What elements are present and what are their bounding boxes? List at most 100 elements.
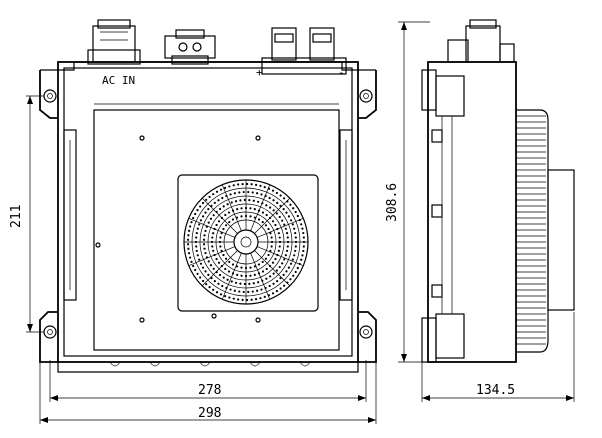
fan-grille-dot [249,207,252,210]
fan-grille-dot [207,260,210,263]
fan-grille-dot [268,284,271,288]
dimension-134-5-label: 134.5 [476,383,515,398]
fan-grille-dot [282,273,285,276]
fan-grille-dot [202,238,206,241]
fan-grille-dot [190,260,193,263]
fan-grille-dot [209,217,213,220]
fan-spoke [256,217,304,238]
heat-sink [516,109,575,353]
fan-grille-dot [242,190,245,194]
fan-grille-dot [267,253,270,257]
fan-grille-dot [201,279,205,283]
fan-grille-dot [226,203,229,206]
fan-grille-dot [275,289,279,293]
fan-grille-dot [249,266,252,269]
fan-grille-dot [217,220,221,223]
fan-grille-dot [201,215,205,218]
fan-grille-dot [215,257,218,261]
fan-grille-dot [269,249,272,252]
fan-grille-dot [248,199,251,202]
fan-spoke [250,252,271,300]
fan-grille-dot [261,220,264,224]
fan-grille-dot [239,199,242,202]
fan-grille-dot [209,264,213,267]
fan-grille-dot [231,263,235,266]
fan-grille-dot [275,191,279,195]
fan-grille-dot [240,215,243,218]
fan-grille-dot [286,245,289,248]
fan-grille-dot [278,240,282,244]
fan-grille-dot [294,231,297,235]
fan-grille-dot [267,187,271,190]
fan-grille-dot [286,281,289,284]
fan-grille-dot [205,283,208,286]
fan-spoke [221,184,242,232]
fan-grille-dot [269,232,272,235]
fan-grille-dot [222,253,225,257]
fan-grille-dot [196,254,199,257]
fan-grille-dot [294,210,297,214]
fan-grille-dot [270,240,274,244]
fan-grille-dot [257,281,260,284]
fan-grille-dot [212,249,215,252]
fan-grille-dot [198,223,201,226]
fan-grille-dot [203,234,206,237]
fan-grille-dot [219,293,223,296]
fan-grille-dot [263,186,266,189]
fan-grille-dot [213,201,216,205]
fan-grille-dot [274,223,277,227]
fan-grille-dot [285,270,288,273]
fan-spoke [254,250,291,287]
fan-grille-dot [244,266,248,270]
fan-grille-dot [275,212,278,215]
front-view: AC IN + - 211 278 298 [9,19,377,424]
fan-grille-dot [260,288,263,291]
fan-grille-dot [286,240,290,244]
fan-grille-dot [228,220,231,224]
fan-grille-dot [229,193,232,196]
fan-grille-dot [249,274,252,277]
fan-grille-dot [261,260,264,264]
fan-grille-dot [232,297,235,300]
fan-grille-dot [247,190,250,194]
fan-grille-dot [264,224,268,227]
plus-label: + [256,66,263,79]
fan-grille-dot [199,276,202,279]
fan-grille-dot [220,216,224,220]
fan-grille-dot [281,262,284,265]
ac-in-label: AC IN [102,74,135,87]
fan-grille-dot [265,213,268,217]
fan-grille-dot [268,196,271,200]
fan-grille-dot [301,227,304,230]
mount-ear-top-left [39,70,58,119]
fan-grille-dot [221,196,224,200]
fan-grille-dot [301,254,304,257]
fan-grille-dot [218,273,222,277]
fan-grille-dot [244,274,248,278]
fan-grille-dot [213,253,216,257]
fan-grille-dot [215,223,218,227]
fan-grille-dot [189,225,192,228]
fan-grille-dot [187,229,191,232]
fan-grille-dot [195,236,198,239]
fan-grille-dot [194,240,198,244]
fan-grille-dot [240,266,243,269]
fan-grille-dot [222,205,225,208]
fan-grille-dot [217,199,220,202]
fan-grille-dot [254,183,258,186]
fan-grille-dot [199,205,202,208]
fan-grille-dot [263,295,266,298]
fan-grille-dot [204,229,207,233]
fan-grille-dot [212,193,215,196]
fan-grille-dot [220,232,223,235]
fan-grille-dot [257,263,261,266]
fan-spoke [221,252,242,300]
fan-grille-dot [283,223,286,226]
fan-grille-dot [241,182,244,186]
fan-grille-dot [251,290,254,293]
side-body [421,61,517,363]
dimension-211: 211 [9,95,44,333]
side-view: 308.6 134.5 [385,19,575,402]
fan-grille-dot [195,245,198,248]
fan-grille-dot [267,227,270,231]
